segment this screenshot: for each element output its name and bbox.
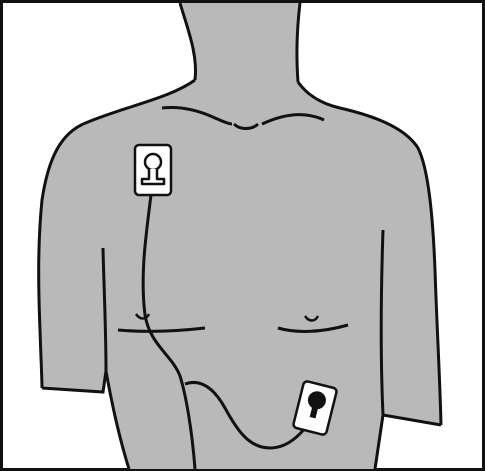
pad-upper-right-chest [135,145,171,195]
